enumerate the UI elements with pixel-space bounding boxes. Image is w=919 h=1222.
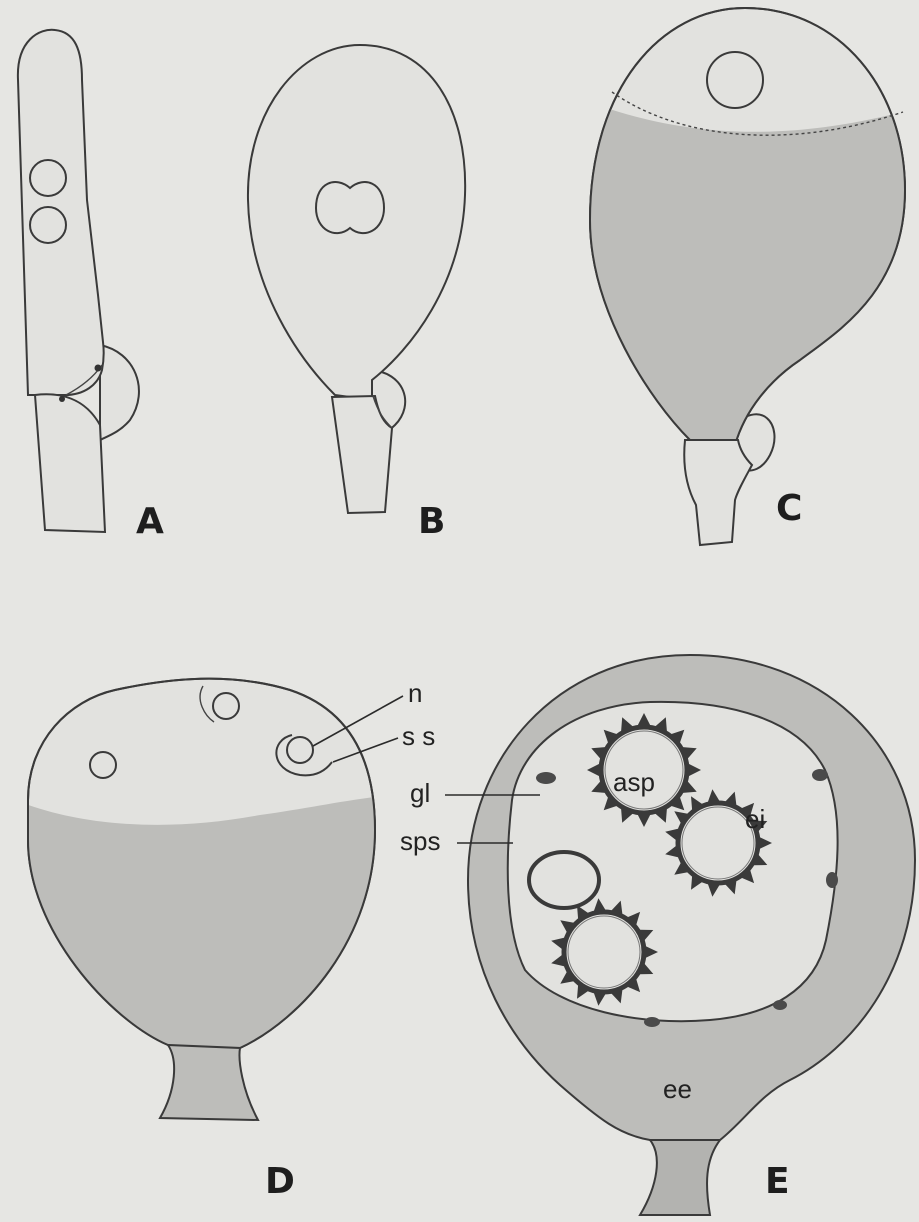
panel-letter-b: B [418,501,445,542]
panel-letter-c: C [776,488,802,529]
label-gl: gl [410,778,430,808]
label-ss: s s [402,721,435,751]
panel-c-stalk-cell [684,440,752,545]
panel-b: B [248,45,465,542]
label-n: n [408,678,422,708]
panel-b-main-cell [248,45,465,400]
panel-letter-a: A [136,501,164,542]
panel-e-glycogen [773,1000,787,1010]
panel-e-glycogen [644,1017,660,1027]
panel-a-dot [95,365,102,372]
panel-e-glycogen [812,769,828,781]
label-ee: ee [663,1074,692,1104]
panel-a-side-cell [100,345,139,440]
panel-c: C [560,8,910,545]
label-asp: asp [613,767,655,797]
panel-letter-e: E [765,1161,790,1202]
panel-letter-d: D [265,1161,295,1202]
panel-e-glycogen [826,872,838,888]
ascospore [564,912,644,992]
label-ei: ei [745,804,765,834]
panel-c-dense-cytoplasm [560,90,910,470]
panel-a-stalk-cell [35,394,105,532]
panel-e: asp ei ee E [468,655,915,1215]
panel-e-stalk [640,1140,720,1215]
label-sps: sps [400,826,440,856]
panel-a-dot [59,396,65,402]
panel-e-glycogen [536,772,556,784]
panel-d-stalk [160,1045,258,1120]
panel-a: A [18,30,164,542]
panel-d: D [15,679,390,1202]
